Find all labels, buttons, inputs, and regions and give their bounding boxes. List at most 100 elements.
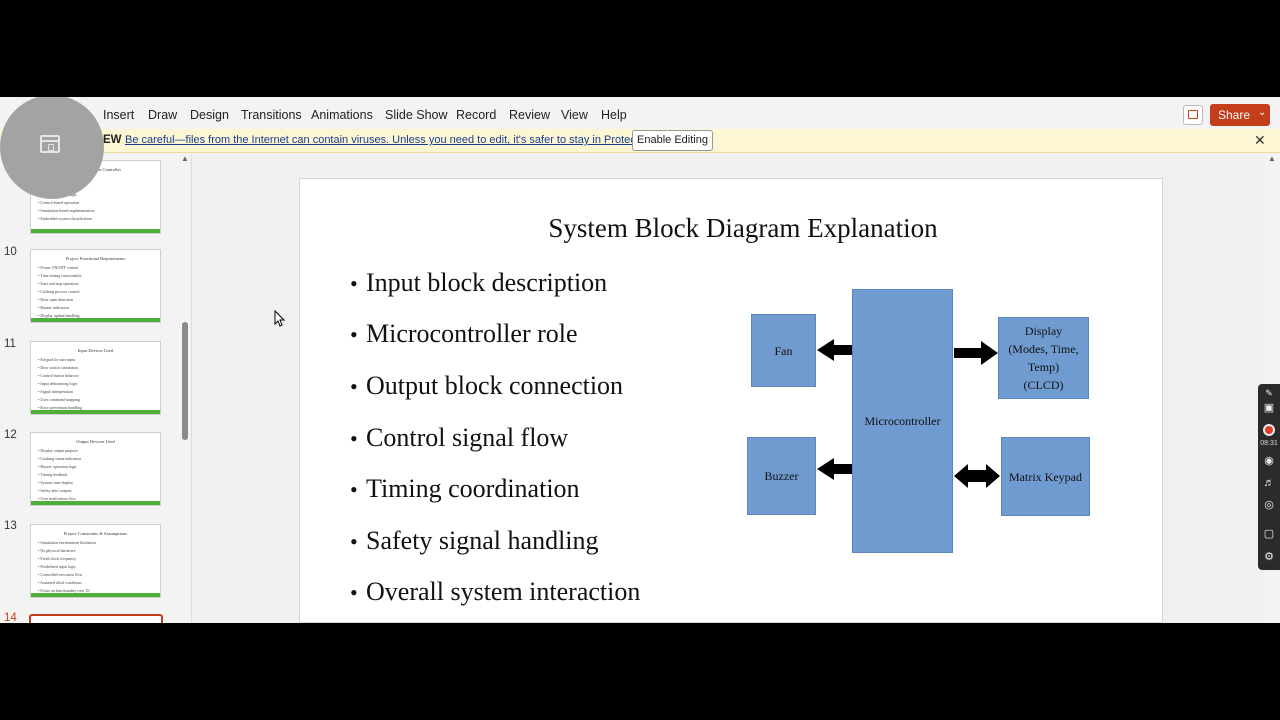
thumbnail-line: • Focus on functionality over UI bbox=[38, 588, 90, 593]
protected-view-message[interactable]: Be careful—files from the Internet can c… bbox=[125, 134, 681, 146]
bullet-dot: • bbox=[350, 529, 358, 554]
bullet-item: • Timing coordination bbox=[350, 474, 580, 504]
fan-block: Fan bbox=[751, 314, 816, 387]
microphone-icon[interactable]: ◉ bbox=[1264, 455, 1274, 467]
slide-thumbnails-panel: Microwave Oven Controller • Safety-orien… bbox=[0, 154, 192, 623]
protected-view-lock-badge bbox=[0, 97, 104, 199]
thumbnail-line: • Simulation-based implementation bbox=[38, 208, 95, 213]
bullet-text: Overall system interaction bbox=[366, 577, 641, 606]
bullet-item: •Control signal flow bbox=[350, 423, 568, 453]
thumbnail-footer-bar bbox=[31, 318, 160, 322]
share-label: Share bbox=[1218, 108, 1251, 122]
thumbnail-line: • Assumed ideal conditions bbox=[38, 580, 82, 585]
thumbnail-line: • Input debouncing logic bbox=[38, 381, 78, 386]
thumbnail-line: • Signal interpretation bbox=[38, 389, 74, 394]
display-block: Display (Modes, Time, Temp) (CLCD) bbox=[998, 317, 1089, 399]
thumbnail-line: • Safety alert outputs bbox=[38, 488, 72, 493]
menu-design[interactable]: Design bbox=[190, 108, 229, 122]
close-icon[interactable]: ✕ bbox=[1254, 132, 1266, 148]
bullet-dot: • bbox=[350, 322, 358, 347]
lock-icon bbox=[40, 135, 60, 153]
menu-record[interactable]: Record bbox=[456, 108, 497, 122]
menu-slide-show[interactable]: Slide Show bbox=[385, 108, 448, 122]
mouse-cursor-icon bbox=[274, 310, 286, 327]
speaker-icon[interactable]: ♬ bbox=[1263, 477, 1275, 489]
slide-thumbnail-10[interactable]: Project Functional Requirements • Power … bbox=[30, 249, 161, 323]
display-block-line: (Modes, Time, Temp) bbox=[1008, 342, 1079, 374]
thumbnail-title: Project Functional Requirements bbox=[65, 256, 126, 261]
thumbnail-line: • Fixed clock frequency bbox=[38, 556, 77, 561]
gear-icon[interactable]: ⚙ bbox=[1264, 551, 1274, 563]
thumbnail-footer-bar bbox=[31, 410, 160, 414]
thumbnail-line: • Buzzer indication bbox=[38, 305, 69, 310]
thumbnail-line: • Simulation environment limitation bbox=[38, 540, 96, 545]
arrow-to-fan bbox=[817, 339, 853, 361]
bullet-text: Timing coordination bbox=[366, 474, 580, 503]
display-block-line: (CLCD) bbox=[1023, 378, 1064, 392]
menu-draw[interactable]: Draw bbox=[148, 108, 178, 122]
menu-animations[interactable]: Animations bbox=[311, 108, 373, 122]
bullet-text: Safety signal handling bbox=[366, 526, 599, 555]
menu-transitions[interactable]: Transitions bbox=[241, 108, 302, 122]
slide-thumbnail-12[interactable]: Output Devices Used • Display output pur… bbox=[30, 432, 161, 506]
screen-icon[interactable]: ▢ bbox=[1263, 528, 1275, 540]
menu-view[interactable]: View bbox=[561, 108, 588, 122]
thumbnail-line: • Keypad for user input bbox=[38, 357, 76, 362]
bullet-text: Microcontroller role bbox=[366, 319, 578, 348]
bullet-text: Input block description bbox=[366, 268, 608, 297]
thumbnail-line: • No physical hardware bbox=[38, 548, 76, 553]
chevron-down-icon: ⌄ bbox=[1258, 107, 1267, 118]
slide-number: 12 bbox=[4, 429, 17, 441]
scroll-up-icon[interactable]: ▲ bbox=[181, 154, 189, 163]
thumbnail-line: • Predefined input logic bbox=[38, 564, 76, 569]
thumbnail-line: • Start and stop operation bbox=[38, 281, 79, 286]
matrix-keypad-block: Matrix Keypad bbox=[1001, 437, 1090, 516]
current-slide[interactable]: System Block Diagram Explanation •Input … bbox=[299, 178, 1163, 623]
thumbnail-line: • Cooking process control bbox=[38, 289, 80, 294]
webcam-icon[interactable]: ◎ bbox=[1264, 499, 1274, 511]
screen-recorder-toolbar: ✎ ▣ 08:31 ◉ ♬ ◎ ▢ ⚙ bbox=[1258, 384, 1280, 570]
thumbnail-footer-bar bbox=[31, 593, 160, 597]
share-button[interactable]: Share ⌄ bbox=[1210, 104, 1270, 126]
bullet-dot: • bbox=[350, 271, 358, 296]
powerpoint-window: Insert Draw Design Transitions Animation… bbox=[0, 97, 1280, 623]
slide-thumbnail-13[interactable]: Project Constraints & Assumptions • Simu… bbox=[30, 524, 161, 598]
menu-insert[interactable]: Insert bbox=[103, 108, 135, 122]
scroll-up-icon[interactable]: ▲ bbox=[1268, 154, 1276, 163]
menu-review[interactable]: Review bbox=[509, 108, 550, 122]
thumbnail-line: • Control button behavior bbox=[38, 373, 79, 378]
thumbnail-line: • Embedded system classification bbox=[38, 216, 92, 221]
thumbnail-footer-bar bbox=[31, 229, 160, 233]
menu-help[interactable]: Help bbox=[601, 108, 627, 122]
bullet-text: Output block connection bbox=[366, 371, 624, 400]
camera-icon[interactable]: ▣ bbox=[1263, 402, 1275, 414]
slide-number: 10 bbox=[4, 246, 17, 258]
thumbnail-line: • Power ON/OFF control bbox=[38, 265, 79, 270]
ribbon-menu-bar: Insert Draw Design Transitions Animation… bbox=[0, 97, 1280, 133]
thumbnail-line: • User command mapping bbox=[38, 397, 80, 402]
slide-thumbnail-11[interactable]: Input Devices Used • Keypad for user inp… bbox=[30, 341, 161, 415]
bullet-dot: • bbox=[350, 477, 358, 502]
thumbnails-scrollbar[interactable] bbox=[182, 322, 188, 440]
comments-button[interactable] bbox=[1183, 105, 1203, 125]
record-icon[interactable] bbox=[1263, 424, 1275, 436]
thumbnail-line: • System state display bbox=[38, 480, 74, 485]
thumbnail-line: • Buzzer operation logic bbox=[38, 464, 77, 469]
pin-icon[interactable]: ✎ bbox=[1265, 388, 1273, 398]
thumbnail-line: • Door open detection bbox=[38, 297, 74, 302]
enable-editing-button[interactable]: Enable Editing bbox=[632, 130, 713, 151]
thumbnail-line: • Time setting functionality bbox=[38, 273, 82, 278]
microcontroller-block: Microcontroller bbox=[852, 289, 953, 553]
thumbnail-line: • Error prevention handling bbox=[38, 405, 82, 410]
slide-editor-area: System Block Diagram Explanation •Input … bbox=[193, 154, 1265, 623]
display-block-line: Display bbox=[1024, 324, 1063, 338]
bullet-dot: • bbox=[350, 580, 358, 605]
comment-icon bbox=[1188, 110, 1198, 119]
thumbnail-title: Output Devices Used bbox=[76, 439, 115, 444]
bullet-text: Control signal flow bbox=[366, 423, 569, 452]
recording-time: 08:31 bbox=[1260, 440, 1278, 447]
thumbnail-title: Input Devices Used bbox=[77, 348, 114, 353]
slide-thumbnail-14-selected[interactable] bbox=[29, 614, 163, 623]
arrow-to-display bbox=[954, 341, 998, 365]
buzzer-block: Buzzer bbox=[747, 437, 816, 515]
